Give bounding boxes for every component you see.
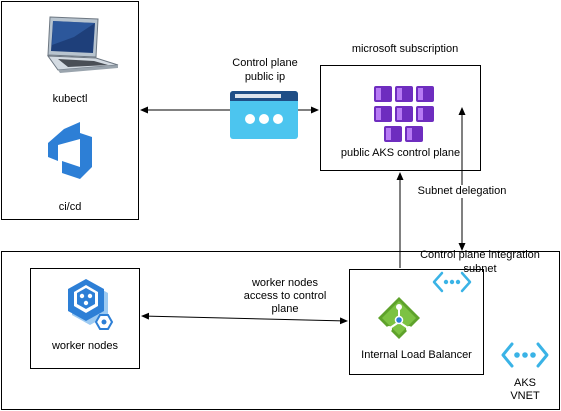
subscription-box [320, 65, 481, 171]
public-ip-label-line2: public ip [244, 71, 286, 83]
azure-devops-icon [48, 122, 92, 179]
vnet-box [1, 251, 560, 410]
integration-subnet-label-line1: Control plane integration [420, 249, 540, 261]
load-balancer-box [349, 269, 484, 375]
worker-access-label-line2: access to control [243, 290, 327, 302]
load-balancer-icon [378, 297, 420, 339]
kubernetes-services-icon [374, 86, 434, 142]
worker-nodes-box [30, 268, 140, 369]
public-ip-icon [230, 91, 298, 139]
subnet-icon [432, 271, 472, 293]
kubectl-label: kubectl [52, 93, 88, 105]
integration-subnet-label-line2: subnet [463, 263, 497, 275]
worker-access-label-line3: plane [271, 303, 299, 315]
public-ip-label-line1: Control plane [232, 57, 298, 69]
vnet-label-line2: VNET [510, 390, 540, 402]
vnet-label-line1: AKS [513, 377, 536, 389]
worker-nodes-icon [68, 279, 114, 330]
laptop-icon [46, 16, 119, 73]
control-plane-label: public AKS control plane [340, 147, 461, 159]
worker-nodes-label: worker nodes [51, 340, 119, 352]
workers-to-lb-arrow [141, 312, 348, 325]
client-box [1, 1, 139, 220]
worker-access-label-line1: worker nodes [251, 277, 319, 289]
vnet-icon [501, 342, 549, 368]
load-balancer-label: Internal Load Balancer [361, 349, 472, 361]
subscription-title: microsoft subscription [351, 43, 459, 55]
cicd-label: ci/cd [58, 201, 82, 213]
subnet-delegation-label: Subnet delegation [417, 185, 507, 198]
